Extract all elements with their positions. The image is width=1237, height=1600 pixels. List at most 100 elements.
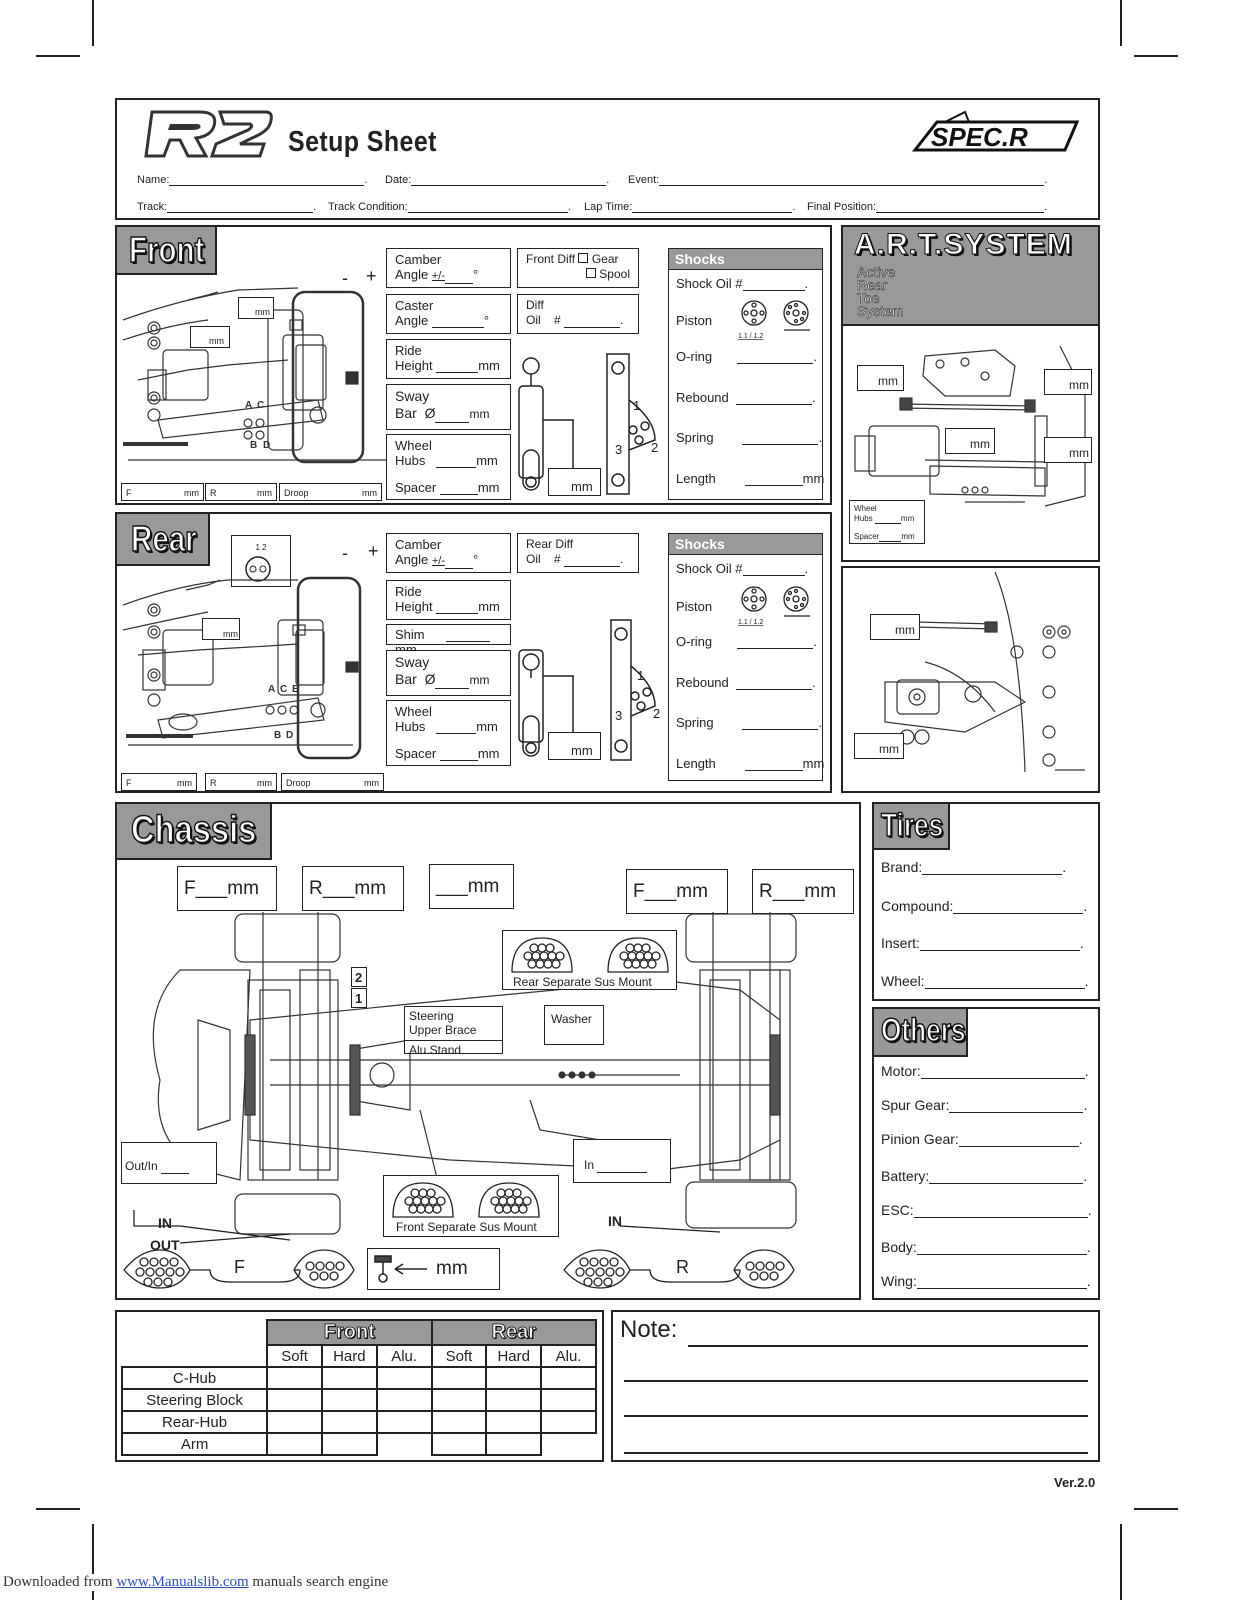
rear-piston-field[interactable]: Piston [676, 599, 713, 614]
event-field[interactable]: Event:. [628, 174, 1048, 186]
tire-brand-field[interactable]: Brand:. [881, 859, 1067, 875]
art-mm-box-2[interactable]: mm [1044, 369, 1092, 395]
esc-field[interactable]: ESC:. [881, 1202, 1092, 1218]
front-link-mm-box[interactable]: mm [548, 468, 601, 496]
wing-field[interactable]: Wing:. [881, 1273, 1091, 1289]
battery-field[interactable]: Battery:. [881, 1168, 1088, 1184]
table-cell[interactable] [430, 1388, 488, 1412]
rear-link-mm-box[interactable]: mm [548, 732, 601, 760]
front-shock-oil-field[interactable]: Shock Oil #. [676, 276, 809, 291]
pinion-gear-field[interactable]: Pinion Gear:. [881, 1131, 1083, 1147]
table-cell[interactable] [266, 1432, 323, 1456]
art-mm-box-4[interactable]: mm [1044, 437, 1092, 463]
row-arm: Arm [120, 1432, 269, 1456]
table-cell[interactable] [266, 1366, 323, 1390]
date-field[interactable]: Date:. [385, 174, 610, 186]
chassis-mid-mm-box[interactable]: ___mm [429, 864, 514, 909]
in-box[interactable]: In [573, 1139, 671, 1183]
final-position-field[interactable]: Final Position:. [807, 201, 1048, 213]
table-cell[interactable] [375, 1366, 433, 1390]
front-upper-mm-box[interactable]: mm [238, 297, 274, 319]
note-line[interactable] [688, 1345, 1088, 1347]
rear-length-field[interactable]: Length mm [676, 756, 825, 771]
front-length-field[interactable]: Length mm [676, 471, 825, 486]
manualslib-link[interactable]: www.Manualslib.com [116, 1574, 249, 1590]
table-cell[interactable] [540, 1388, 597, 1412]
rear-shock-oil-field[interactable]: Shock Oil #. [676, 561, 809, 576]
front-rebound-field[interactable]: Rebound . [676, 390, 816, 405]
table-cell[interactable] [485, 1388, 543, 1412]
front-diff-box[interactable]: Front Diff Gear Spool [517, 248, 639, 288]
table-cell[interactable] [375, 1388, 433, 1412]
tire-wheel-field[interactable]: Wheel:. [881, 973, 1089, 989]
table-cell[interactable] [320, 1366, 378, 1390]
rear-upper-mm-box[interactable]: mm [202, 618, 240, 640]
table-cell[interactable] [485, 1366, 543, 1390]
name-field[interactable]: Name:. [137, 174, 368, 186]
table-cell[interactable] [430, 1366, 488, 1390]
table-cell[interactable] [485, 1410, 543, 1434]
table-cell[interactable] [540, 1366, 597, 1390]
table-cell[interactable] [485, 1432, 543, 1456]
washer-box[interactable]: Washer [544, 1005, 604, 1045]
table-cell[interactable] [266, 1410, 323, 1434]
body-field[interactable]: Body:. [881, 1239, 1091, 1255]
spur-gear-field[interactable]: Spur Gear:. [881, 1097, 1088, 1113]
table-cell[interactable] [430, 1410, 488, 1434]
art-rear-mm-box-2[interactable]: mm [854, 733, 904, 759]
note-line[interactable] [624, 1452, 1088, 1454]
table-cell[interactable] [320, 1432, 378, 1456]
art-mm-box-3[interactable]: mm [945, 428, 995, 454]
note-line[interactable] [624, 1415, 1088, 1417]
rear-spring-field[interactable]: Spring . [676, 715, 823, 730]
chassis-rear-f-mm-box[interactable]: F___mm [626, 869, 728, 914]
rear-rebound-field[interactable]: Rebound . [676, 675, 816, 690]
out-in-box[interactable]: Out/In [121, 1142, 217, 1184]
table-cell[interactable] [320, 1388, 378, 1412]
chassis-front-r-mm-box[interactable]: R___mm [302, 866, 404, 911]
art-rear-mm-box-1[interactable]: mm [870, 614, 920, 640]
front-oring-field[interactable]: O-ring . [676, 349, 818, 364]
track-condition-field[interactable]: Track Condition:. [328, 201, 571, 213]
tire-compound-field[interactable]: Compound:. [881, 898, 1088, 914]
track-field[interactable]: Track:. [137, 201, 317, 213]
motor-field[interactable]: Motor:. [881, 1063, 1089, 1079]
table-cell[interactable] [430, 1432, 488, 1456]
rear-oring-field[interactable]: O-ring . [676, 634, 818, 649]
art-mm-box-1[interactable]: mm [857, 365, 904, 391]
tire-insert-field[interactable]: Insert:. [881, 935, 1084, 951]
lap-time-field[interactable]: Lap Time:. [584, 201, 796, 213]
front-lower-mm-box[interactable]: mm [190, 326, 230, 348]
front-spring-field[interactable]: Spring . [676, 430, 823, 445]
chassis-rear-r-mm-box[interactable]: R___mm [752, 869, 854, 914]
front-sus-mount-box[interactable]: Front Separate Sus Mount [383, 1175, 559, 1237]
table-cell[interactable] [266, 1388, 323, 1412]
rear-shim-box[interactable]: Shim mm [386, 624, 511, 657]
bump-steer-mm-box[interactable]: mm [367, 1248, 500, 1290]
note-line[interactable] [624, 1380, 1088, 1382]
chassis-front-f-mm-box[interactable]: F___mm [177, 866, 277, 911]
table-cell[interactable] [375, 1410, 433, 1434]
table-cell[interactable] [540, 1410, 597, 1434]
front-piston-field[interactable]: Piston [676, 313, 713, 328]
table-cell[interactable] [320, 1410, 378, 1434]
